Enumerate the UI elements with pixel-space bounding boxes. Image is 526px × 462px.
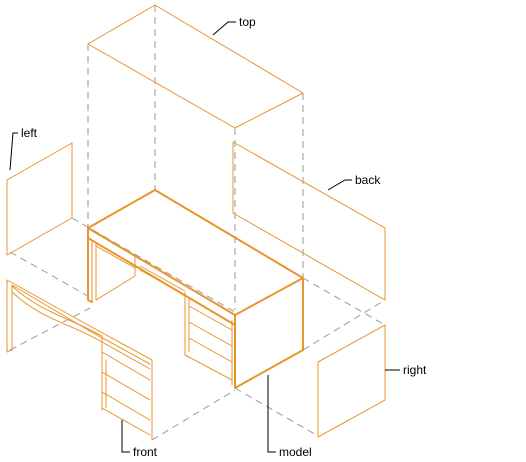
label-model: model [279,445,312,459]
label-back: back [355,173,381,187]
projection-lines [9,5,386,441]
label-top: top [239,15,256,29]
desk-model [87,189,304,389]
label-left: left [21,126,38,140]
front-view-plane [6,279,153,441]
label-front: front [133,445,158,459]
leader-lines [9,21,400,453]
label-right: right [403,363,427,377]
back-view-plane [232,141,386,301]
right-view-plane [317,324,386,438]
top-view-plane [87,4,304,129]
left-view-plane [6,142,73,256]
